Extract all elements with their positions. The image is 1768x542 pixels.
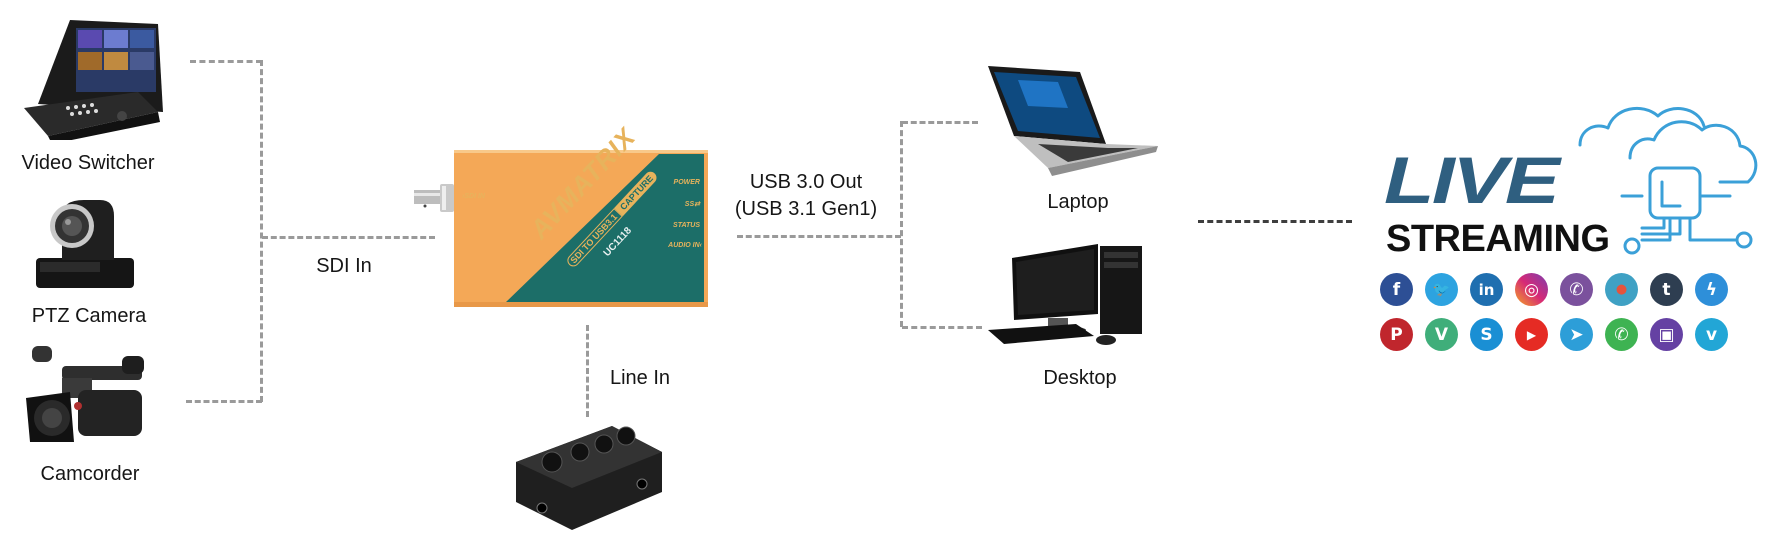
- connector-line-streaming: [1198, 220, 1352, 223]
- connector-line-laptop: [902, 121, 978, 124]
- laptop-icon: [988, 66, 1158, 176]
- vine-icon: V: [1425, 318, 1458, 351]
- video-switcher-label: Video Switcher: [21, 152, 155, 174]
- capture-device: ›SDI IN AVMATRIX SDI TO USB3.1CAPTURE UC…: [454, 122, 708, 307]
- audio-in-text: AUDIO IN: [668, 242, 700, 249]
- ptz-camera-label: PTZ Camera: [31, 305, 147, 327]
- instagram-icon: ◎: [1515, 273, 1548, 306]
- connector-line-usb-trunk: [900, 121, 903, 327]
- linkedin-icon: in: [1470, 273, 1503, 306]
- streaming-title: STREAMING: [1386, 218, 1610, 260]
- live-title: LIVE: [1384, 143, 1560, 217]
- youtube-glyph: ▶: [1526, 327, 1537, 342]
- twitter-icon: 🐦: [1425, 273, 1458, 306]
- audio-mixer-icon: [516, 426, 662, 530]
- connector-line-camera: [262, 236, 435, 239]
- twitch-glyph: ▣: [1658, 324, 1675, 345]
- viber-glyph: ✆: [1569, 279, 1584, 300]
- messenger-icon: ϟ: [1695, 273, 1728, 306]
- connector-line-usb: [737, 235, 901, 238]
- skype-icon: S: [1470, 318, 1503, 351]
- ptz-camera-icon: [36, 200, 134, 288]
- vimeo-glyph: v: [1705, 324, 1718, 345]
- connector-line-sdi-trunk: [260, 60, 263, 402]
- telegram-icon: ➤: [1560, 318, 1593, 351]
- facebook-glyph: f: [1392, 279, 1401, 300]
- desktop-icon: [988, 244, 1142, 345]
- sdi-in-port-text: SDI IN: [464, 193, 485, 200]
- connector-line-switcher: [190, 60, 262, 63]
- twitch-icon: ▣: [1650, 318, 1683, 351]
- linkedin-glyph: in: [1478, 280, 1495, 299]
- messenger-glyph: ϟ: [1705, 279, 1718, 300]
- usb-ss-text: SS: [684, 201, 695, 208]
- tumblr-glyph: t: [1662, 279, 1671, 300]
- usb-icon: ⇄: [694, 201, 700, 208]
- whatsapp-glyph: ✆: [1614, 324, 1629, 345]
- desktop-label: Desktop: [1043, 367, 1117, 389]
- indicator-usb-ss: SS⇄: [685, 200, 700, 208]
- telegram-glyph: ➤: [1569, 324, 1584, 345]
- indicator-audio-in: AUDIO IN‹: [668, 242, 702, 249]
- skype-glyph: S: [1480, 324, 1493, 345]
- twitter-glyph: 🐦: [1432, 281, 1451, 298]
- youtube-icon: ▶: [1515, 318, 1548, 351]
- facebook-icon: f: [1380, 273, 1413, 306]
- audio-mixer-image: [512, 422, 672, 534]
- vine-glyph: V: [1434, 324, 1449, 345]
- ptz-camera-image: [32, 196, 140, 292]
- usb-out-sub-label: (USB 3.1 Gen1): [734, 198, 878, 220]
- viber-icon: ✆: [1560, 273, 1593, 306]
- indicator-power: POWER: [673, 179, 700, 186]
- laptop-label: Laptop: [1047, 191, 1109, 213]
- laptop-image: [988, 64, 1158, 180]
- whatsapp-icon: ✆: [1605, 318, 1638, 351]
- indicator-status: STATUS: [673, 222, 700, 229]
- sdi-in-label: SDI In: [316, 255, 372, 277]
- pinterest-icon: P: [1380, 318, 1413, 351]
- instagram-glyph: ◎: [1524, 279, 1539, 300]
- connector-line-line-in: [586, 325, 589, 417]
- capture-device-body: [454, 150, 708, 307]
- usb-out-label: USB 3.0 Out: [749, 171, 863, 193]
- periscope-icon: ●: [1605, 273, 1638, 306]
- video-switcher-icon: [24, 20, 163, 140]
- line-in-label: Line In: [609, 367, 671, 389]
- live-streaming-logo: LIVE STREAMING: [1380, 90, 1768, 270]
- video-switcher-image: [18, 12, 168, 140]
- bnc-connector-icon: [414, 184, 454, 212]
- tumblr-icon: t: [1650, 273, 1683, 306]
- desktop-image: [988, 238, 1148, 350]
- camcorder-label: Camcorder: [40, 463, 140, 485]
- vimeo-icon: v: [1695, 318, 1728, 351]
- connector-line-desktop: [902, 326, 982, 329]
- pinterest-glyph: P: [1390, 324, 1403, 345]
- periscope-glyph: ●: [1615, 282, 1628, 297]
- camcorder-image: [22, 342, 152, 450]
- sdi-in-port-label: ›SDI IN: [462, 193, 485, 200]
- camcorder-icon: [26, 346, 144, 442]
- cloud-chip-icon: [1578, 106, 1758, 255]
- connector-line-camcorder: [186, 400, 262, 403]
- bnc-connector: [412, 180, 456, 216]
